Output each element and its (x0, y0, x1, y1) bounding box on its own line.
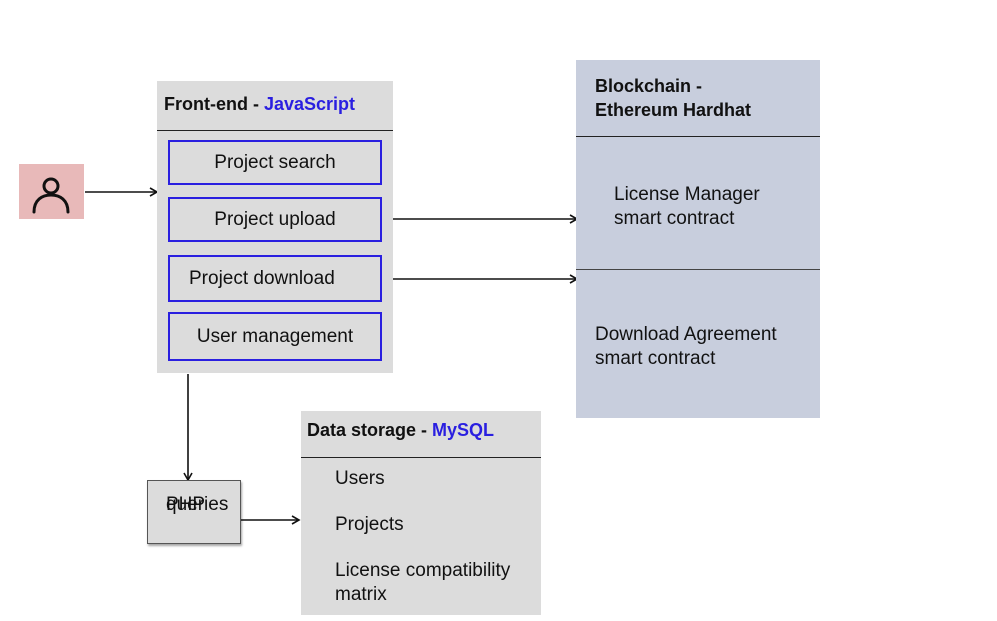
user-management-button[interactable]: User management (168, 312, 382, 361)
storage-item-users: Users (335, 468, 385, 489)
blockchain-title-line2: Ethereum Hardhat (595, 100, 752, 120)
license-manager-contract-line2: smart contract (614, 208, 735, 229)
contract-divider (576, 269, 820, 270)
storage-title-tech: MySQL (432, 420, 495, 440)
frontend-title-prefix: Front-end - (164, 94, 264, 114)
storage-title: Data storage - MySQL (307, 419, 494, 441)
frontend-title-tech: JavaScript (263, 94, 356, 114)
frontend-panel: Front-end - JavaScript Project search Pr… (157, 81, 393, 373)
storage-item-matrix-line1: License compatibility (335, 560, 511, 581)
project-search-button[interactable]: Project search (168, 140, 382, 185)
data-storage-panel: Data storage - MySQL Users Projects Lice… (301, 411, 541, 615)
storage-divider (301, 457, 541, 458)
project-upload-button[interactable]: Project upload (168, 197, 382, 242)
blockchain-header-divider (576, 136, 820, 137)
user-actor (19, 164, 84, 219)
storage-item-matrix-line2: matrix (335, 584, 387, 605)
frontend-divider (157, 130, 393, 131)
license-manager-contract-line1: License Manager (614, 184, 760, 205)
download-agreement-contract-line2: smart contract (595, 348, 716, 369)
person-icon (32, 177, 70, 214)
download-agreement-contract-line1: Download Agreement (595, 324, 777, 345)
php-label-line2: queries (166, 494, 229, 515)
frontend-title: Front-end - JavaScript (164, 93, 355, 115)
blockchain-panel: Blockchain - Ethereum Hardhat License Ma… (576, 60, 820, 418)
storage-item-projects: Projects (335, 514, 404, 535)
storage-title-prefix: Data storage - (307, 420, 433, 440)
blockchain-title-line1: Blockchain - (595, 76, 703, 96)
php-label-line1: PHP (166, 494, 206, 515)
project-download-button[interactable]: Project download (168, 255, 382, 302)
